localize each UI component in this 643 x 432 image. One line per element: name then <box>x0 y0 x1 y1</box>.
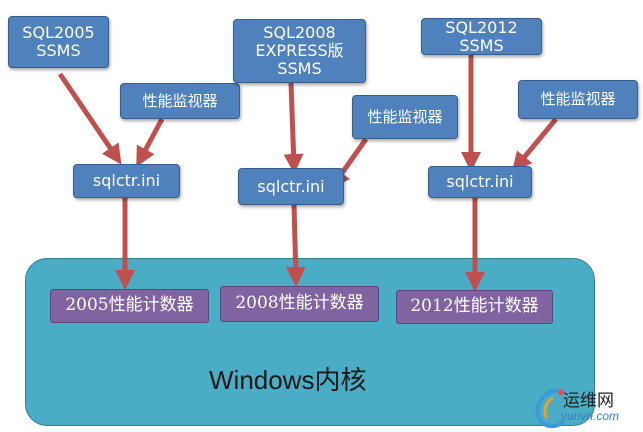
counter-2012-box: 2012性能计数器 <box>396 290 553 324</box>
counter-2005-box: 2005性能计数器 <box>50 289 209 323</box>
watermark-text-en: yunvn.com <box>561 409 620 423</box>
counter-2008-box: 2008性能计数器 <box>220 286 379 322</box>
arrow-sqlctr2-to-counter2008 <box>285 204 306 287</box>
arrow-perfmon1-to-sqlctr <box>136 117 165 168</box>
ssms-2005-box: SQL2005 SSMS <box>8 16 109 68</box>
perfmon-box-1: 性能监视器 <box>120 83 240 119</box>
arrow-ssms2008-to-sqlctr <box>283 82 304 174</box>
site-watermark: 运维网 yunvn.com <box>531 384 641 430</box>
sqlctr-ini-box-3: sqlctr.ini <box>428 166 532 198</box>
sqlctr-ini-box-1: sqlctr.ini <box>73 164 180 198</box>
watermark-logo-icon <box>535 388 565 429</box>
watermark-text-cn: 运维网 <box>563 391 614 411</box>
arrow-perfmon3-to-sqlctr <box>511 117 558 173</box>
perfmon-box-3: 性能监视器 <box>518 80 638 119</box>
sqlctr-ini-box-2: sqlctr.ini <box>238 168 344 205</box>
windows-kernel-label: Windows内核 <box>209 365 367 395</box>
ssms-2012-box: SQL2012 SSMS <box>421 18 542 55</box>
ssms-2008-box: SQL2008 EXPRESS版 SSMS <box>233 19 366 83</box>
perfmon-box-2: 性能监视器 <box>352 95 458 139</box>
arrow-ssms2005-to-sqlctr <box>57 72 122 165</box>
